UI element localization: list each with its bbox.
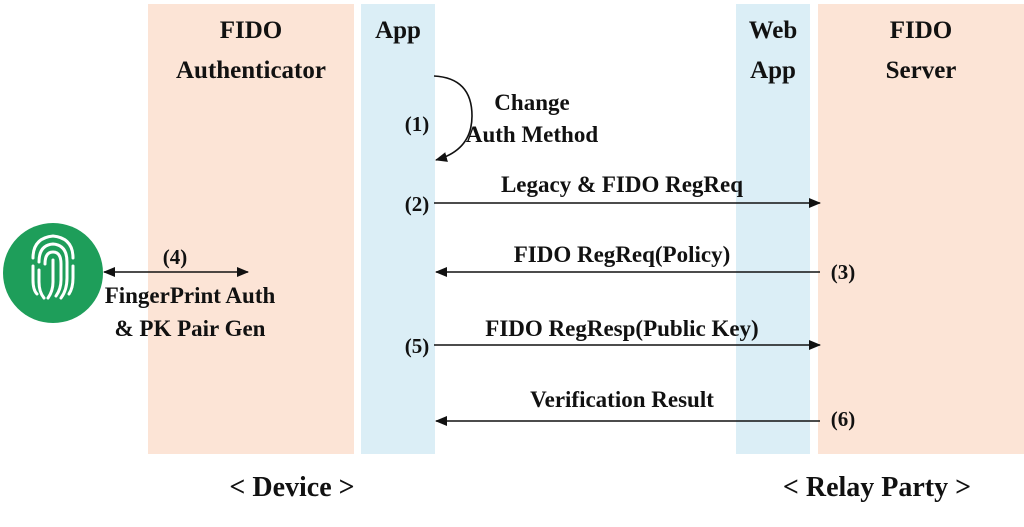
web-app-lane (736, 4, 810, 454)
step-2-label: Legacy & FIDO RegReq (500, 172, 744, 197)
step-4-label-line1: FingerPrint Auth (104, 283, 276, 308)
step-5-number: (5) (404, 334, 430, 358)
step-4-label-line2: & PK Pair Gen (114, 316, 266, 341)
app-title: App (375, 17, 421, 44)
step-1-number: (1) (404, 112, 430, 136)
app-lane (361, 4, 435, 454)
fido-server-lane (818, 4, 1024, 454)
step-4-number: (4) (162, 245, 188, 269)
step-1-label-line1: Change (494, 90, 570, 115)
relay-party-group-label: < Relay Party > (782, 472, 972, 503)
fido-authenticator-title-line2: Authenticator (176, 57, 326, 84)
step-1-label-line2: Auth Method (465, 122, 599, 147)
step-1-self-arrow (433, 75, 473, 162)
step-2-number: (2) (404, 192, 430, 216)
step-5-label: FIDO RegResp(Public Key) (485, 316, 759, 341)
step-3-label: FIDO RegReq(Policy) (513, 242, 731, 267)
fingerprint-icon (3, 223, 103, 323)
fido-authenticator-title-line1: FIDO (219, 17, 283, 44)
fido-server-title-line1: FIDO (889, 17, 953, 44)
step-3-number: (3) (830, 260, 856, 284)
fido-authenticator-lane (148, 4, 354, 454)
web-app-title-line1: Web (748, 17, 798, 44)
device-group-label: < Device > (229, 472, 355, 503)
fido-server-title-line2: Server (885, 57, 957, 84)
step-6-label: Verification Result (530, 387, 714, 412)
step-6-number: (6) (830, 407, 856, 431)
web-app-title-line2: App (750, 57, 796, 84)
